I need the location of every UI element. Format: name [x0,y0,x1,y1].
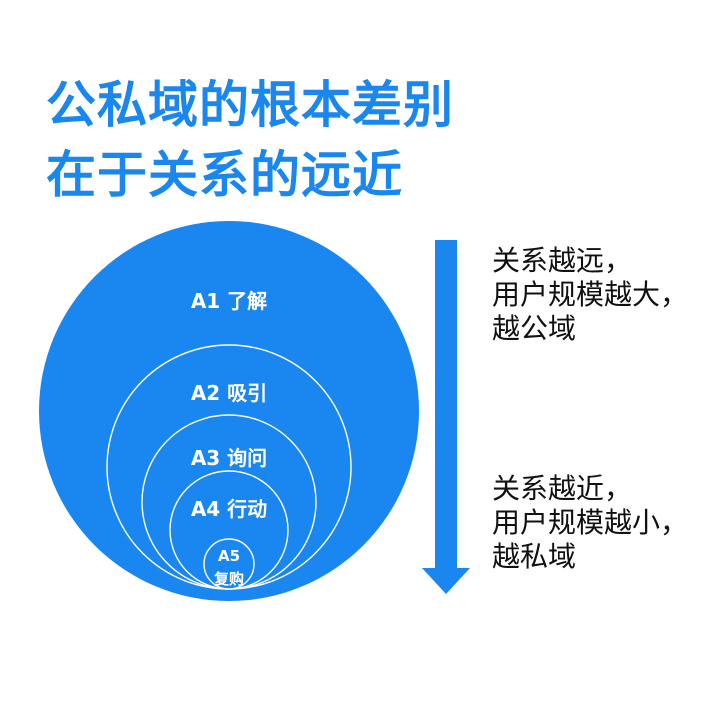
stage-label-a2: A2 吸引 [191,381,267,405]
near-relationship-note: 关系越近， 用户规模越小， 越私域 [492,472,688,574]
ring-a5 [203,538,255,590]
far-note-line-3: 越公域 [492,312,577,345]
far-note-line-2: 用户规模越大， [492,278,689,311]
stage-label-a4: A4 行动 [191,497,267,521]
stage-label-a3: A3 询问 [191,446,267,470]
stage-label-a5-line1: A5 [218,547,240,565]
title-line-1: 公私域的根本差别 [46,76,454,134]
stage-label-a1: A1 了解 [191,289,267,313]
far-relationship-note: 关系越远， 用户规模越大， 越公域 [492,244,688,346]
near-note-line-3: 越私域 [492,540,577,573]
far-note-line-1: 关系越远， [492,244,633,277]
page-title: 公私域的根本差别 在于关系的远近 [46,70,454,210]
stage-label-a5-line2: 复购 [213,570,244,588]
near-note-line-2: 用户规模越小， [492,506,689,539]
near-note-line-1: 关系越近， [492,472,633,505]
down-arrow-icon [422,240,470,594]
title-line-2: 在于关系的远近 [46,146,403,204]
